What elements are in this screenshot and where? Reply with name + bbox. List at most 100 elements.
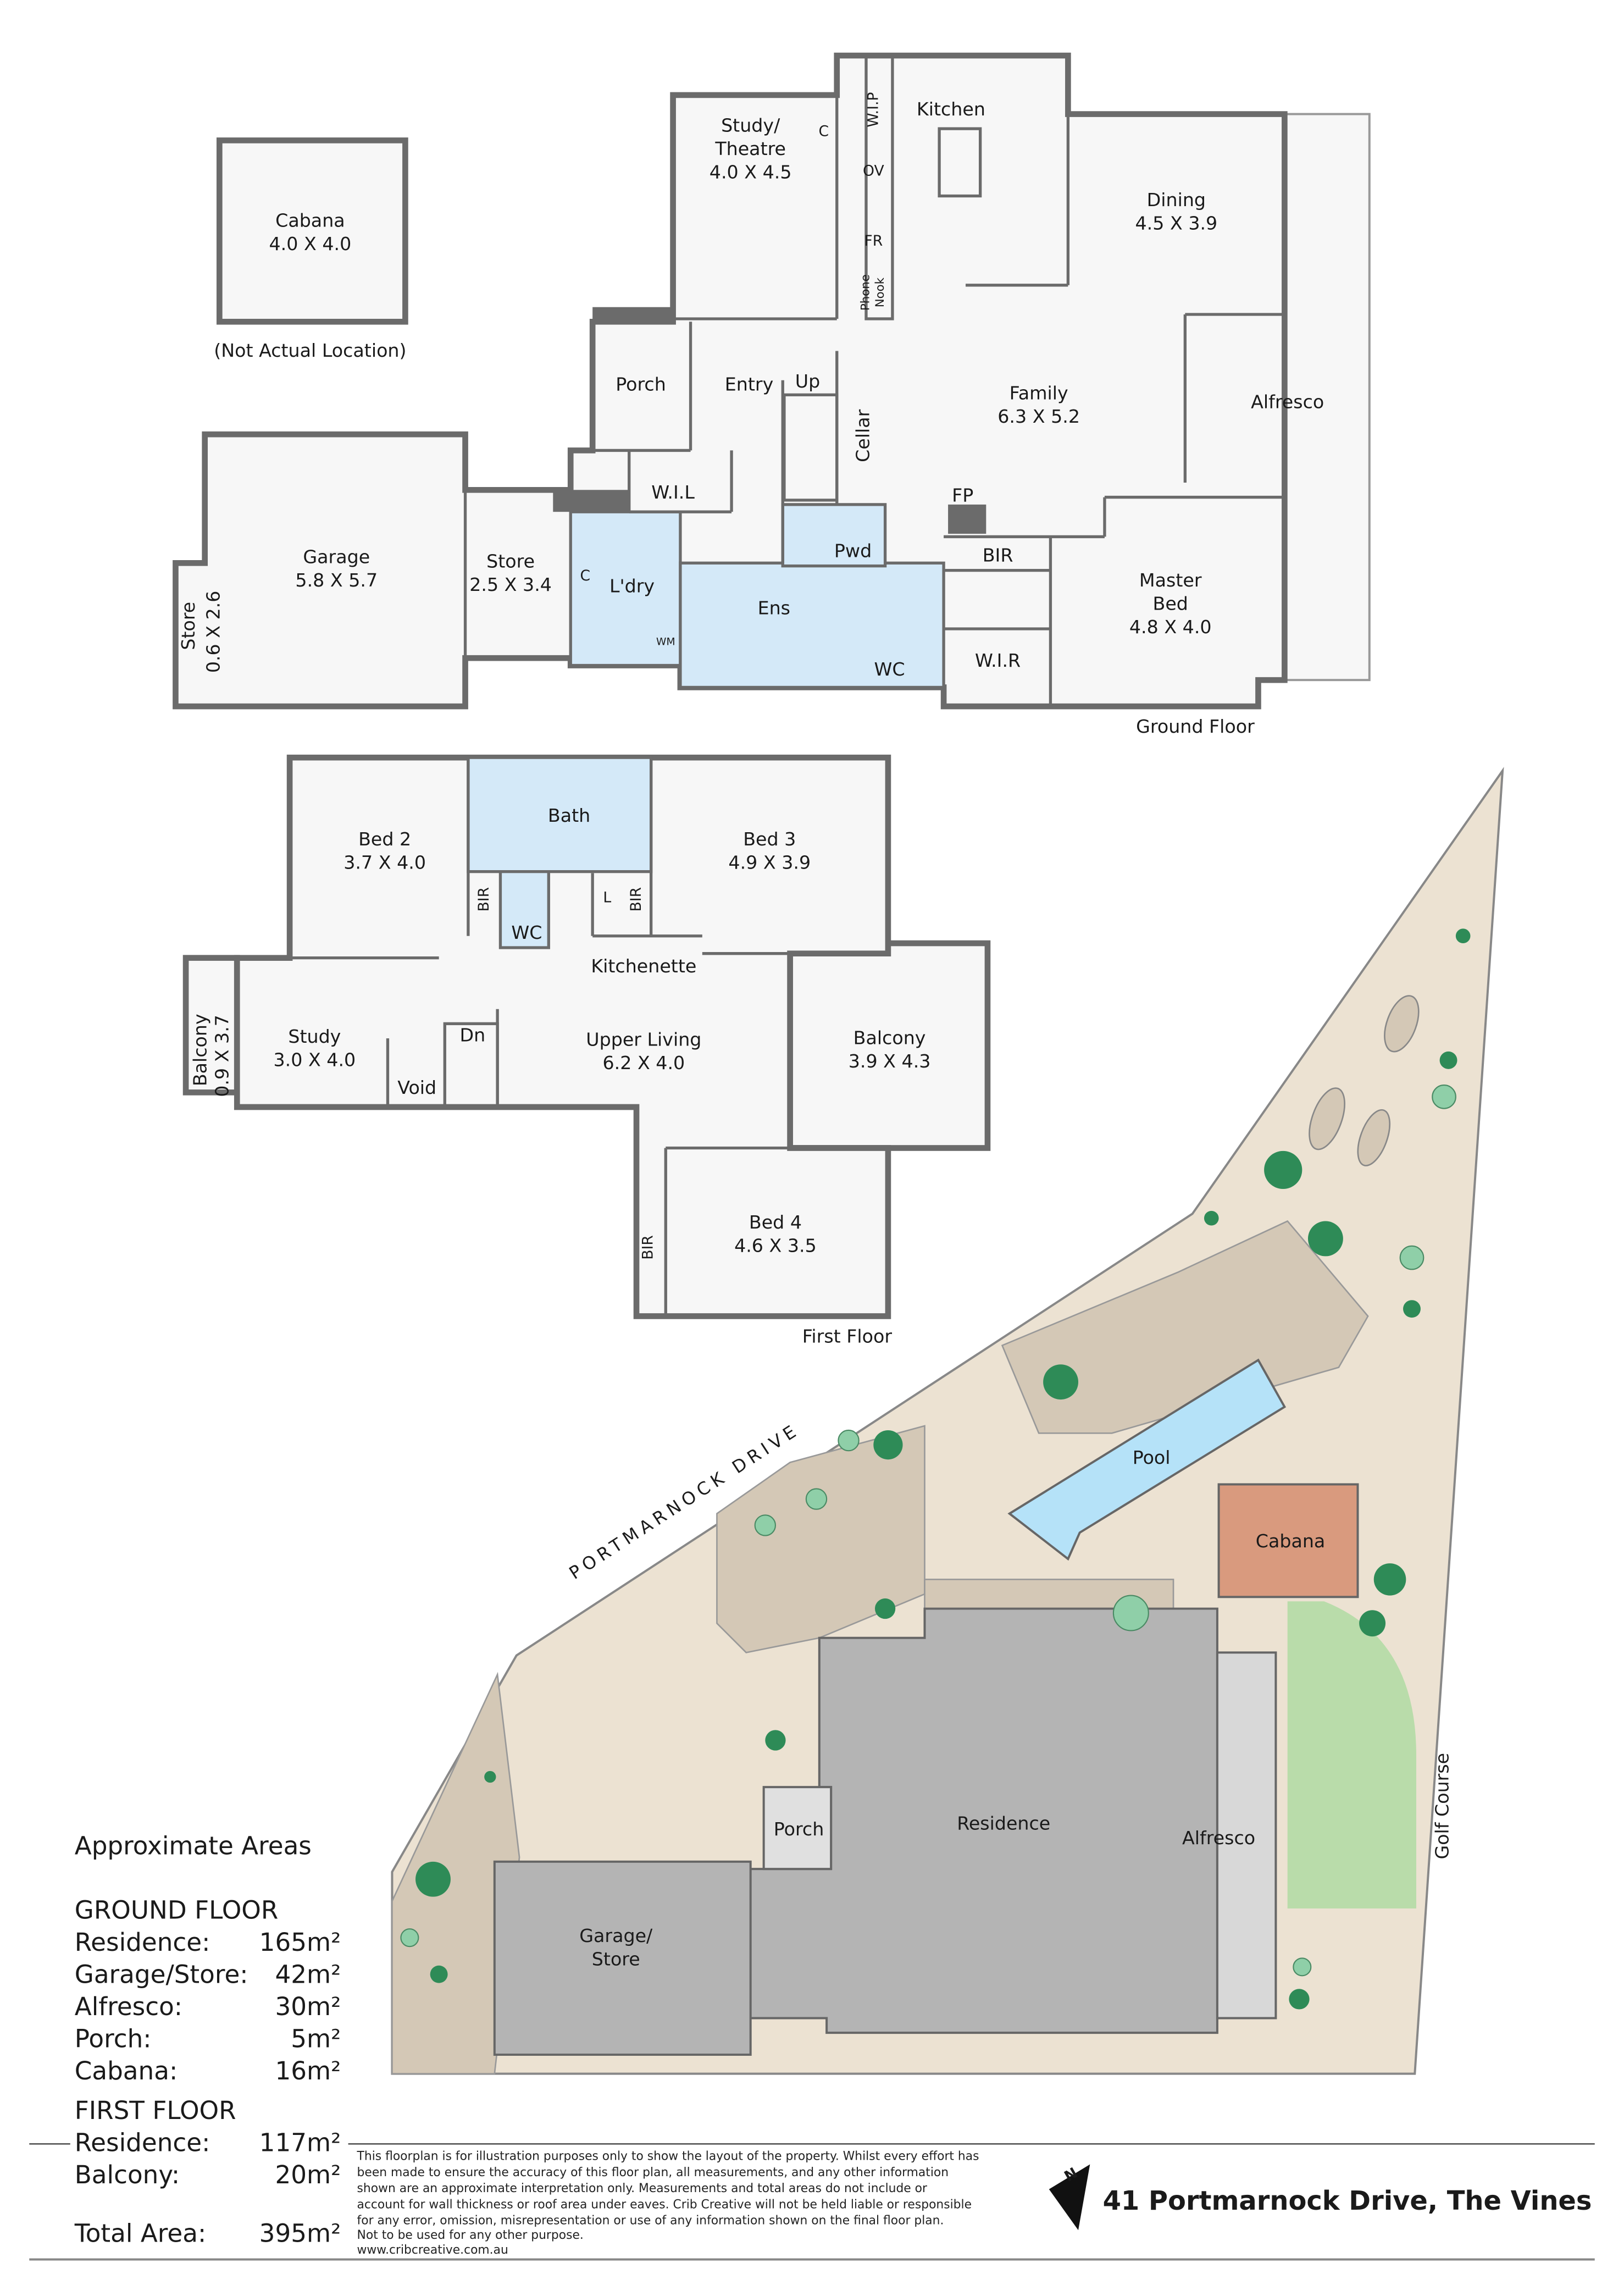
- balcony-left: [182, 955, 240, 1096]
- garden-bed: [1001, 1220, 1369, 1434]
- room-store-dims: 2.5 X 3.4: [469, 574, 552, 595]
- room-bath-label: Bath: [548, 805, 590, 826]
- shrub-icon: [1399, 1245, 1425, 1270]
- room-cellar-label: Cellar: [852, 409, 873, 462]
- room-powder-label: Pwd: [834, 540, 872, 562]
- fireplace-label: FP: [952, 485, 973, 506]
- pool-label: Pool: [1133, 1447, 1171, 1468]
- cupboard-label: C: [580, 567, 591, 584]
- room-entry-label: Entry: [725, 373, 773, 395]
- room-wip-label: W.I.P: [864, 92, 882, 128]
- room-bed2-dims: 3.7 X 4.0: [343, 851, 426, 873]
- area-value: 30m²: [275, 1992, 341, 2021]
- cabana-dims: 4.0 X 4.0: [269, 233, 352, 255]
- room-study-label: Study: [288, 1026, 341, 1047]
- site-garage-label2: Store: [592, 1949, 640, 1970]
- area-label: Alfresco:: [75, 1992, 182, 2021]
- cabana-label: Cabana: [275, 209, 345, 231]
- tree-icon: [484, 1771, 496, 1783]
- room-study-dims: 4.0 X 4.5: [710, 162, 792, 183]
- tree-icon: [1204, 1210, 1219, 1226]
- ensuite-wet-area: [679, 561, 945, 689]
- shrub-icon: [838, 1429, 860, 1452]
- ground-floor-plan: Study/ Theatre 4.0 X 4.5 Kitchen Dining …: [173, 52, 1371, 737]
- room-bed2-label: Bed 2: [358, 828, 411, 850]
- room-garage-dims: 5.8 X 5.7: [295, 569, 378, 591]
- room-bir-label: BIR: [628, 887, 645, 912]
- room-side-store-label: Store: [178, 602, 199, 650]
- planter: [1384, 995, 1420, 1053]
- room-study-label2: Theatre: [714, 138, 786, 159]
- room-upper-living-dims: 6.2 X 4.0: [602, 1052, 685, 1074]
- planter: [1357, 1109, 1391, 1166]
- site-garage-label: Garage/: [579, 1925, 653, 1946]
- kitchenette-label: Kitchenette: [591, 955, 696, 977]
- ground-floor-inner-walls: [463, 54, 1285, 707]
- first-floor-heading: FIRST FLOOR: [75, 2096, 236, 2125]
- room-bed3-dims: 4.9 X 3.9: [728, 851, 811, 873]
- room-wil-label: W.I.L: [651, 482, 695, 503]
- area-value: 5m²: [291, 2024, 341, 2054]
- ground-floor-title: Ground Floor: [1136, 716, 1255, 737]
- approximate-areas: Approximate Areas GROUND FLOOR Residence…: [74, 1832, 341, 2248]
- first-floor-title: First Floor: [802, 1325, 893, 1347]
- room-kitchen-label: Kitchen: [917, 98, 985, 120]
- first-floor-plan: Bed 2 3.7 X 4.0 Bath Bed 3 4.9 X 3.9 BIR…: [182, 754, 991, 1347]
- area-value: 165m²: [259, 1928, 341, 1957]
- room-bir-label: BIR: [639, 1235, 656, 1260]
- tree-icon: [1373, 1563, 1406, 1596]
- shrubs: [400, 1085, 1456, 1977]
- alfresco-area: [1283, 113, 1371, 682]
- first-floor-outline: [234, 754, 891, 1319]
- golf-course-label: Golf Course: [1432, 1753, 1453, 1860]
- washing-machine-label: WM: [656, 636, 675, 648]
- shrub-icon: [1112, 1595, 1149, 1631]
- room-bir-label: BIR: [475, 887, 492, 912]
- wc-wet-area: [498, 870, 550, 949]
- site-alfresco-label: Alfresco: [1182, 1827, 1255, 1849]
- cabana-room: [217, 137, 408, 325]
- areas-title: Approximate Areas: [75, 1832, 312, 1861]
- site-porch: [762, 1786, 833, 1871]
- disclaimer-line: Not to be used for any other purpose.: [357, 2228, 584, 2242]
- room-dining-label: Dining: [1147, 189, 1206, 211]
- shrub-icon: [754, 1514, 777, 1536]
- room-bed4-dims: 4.6 X 3.5: [734, 1235, 817, 1256]
- tree-icon: [430, 1965, 448, 1983]
- area-value: 20m²: [275, 2160, 341, 2189]
- room-bed4-label: Bed 4: [749, 1211, 802, 1233]
- balcony-right-label: Balcony: [853, 1027, 926, 1049]
- fireplace: [948, 504, 986, 534]
- room-alfresco-label: Alfresco: [1251, 391, 1324, 412]
- tree-icon: [1403, 1300, 1421, 1318]
- first-floor-inner-walls: [290, 757, 790, 1316]
- room-porch-label: Porch: [616, 373, 666, 395]
- room-family-label: Family: [1010, 382, 1068, 403]
- disclaimer-line: for any error, omission, misrepresentati…: [357, 2214, 944, 2228]
- room-store-label: Store: [486, 550, 535, 572]
- fridge-label: FR: [864, 233, 883, 250]
- room-wir-label: W.I.R: [975, 650, 1021, 671]
- shrub-icon: [1432, 1085, 1456, 1109]
- stairs-up-label: Up: [795, 370, 820, 392]
- ground-floor-heading: GROUND FLOOR: [75, 1896, 279, 1925]
- room-bed3-label: Bed 3: [743, 828, 796, 850]
- tree-icon: [415, 1861, 451, 1897]
- shrub-icon: [805, 1488, 828, 1510]
- room-ensuite-label: Ens: [758, 597, 790, 618]
- north-arrow-icon: N: [1049, 2164, 1090, 2231]
- tree-icon: [1455, 928, 1471, 944]
- website-link[interactable]: www.cribcreative.com.au: [357, 2243, 508, 2257]
- room-upper-living-label: Upper Living: [586, 1028, 701, 1050]
- cabana-plan: Cabana 4.0 X 4.0 (Not Actual Location): [214, 137, 408, 361]
- tree-icon: [765, 1730, 786, 1751]
- tree-icon: [1043, 1364, 1079, 1400]
- phone-nook-label: Phone: [858, 274, 872, 311]
- balcony-right-dims: 3.9 X 4.3: [849, 1050, 931, 1072]
- laundry-wet-area: [569, 510, 682, 667]
- tree-icon: [1264, 1150, 1302, 1189]
- cupboard-label: C: [818, 123, 829, 140]
- tree-icon: [1359, 1610, 1386, 1637]
- disclaimer: This floorplan is for illustration purpo…: [357, 2150, 979, 2257]
